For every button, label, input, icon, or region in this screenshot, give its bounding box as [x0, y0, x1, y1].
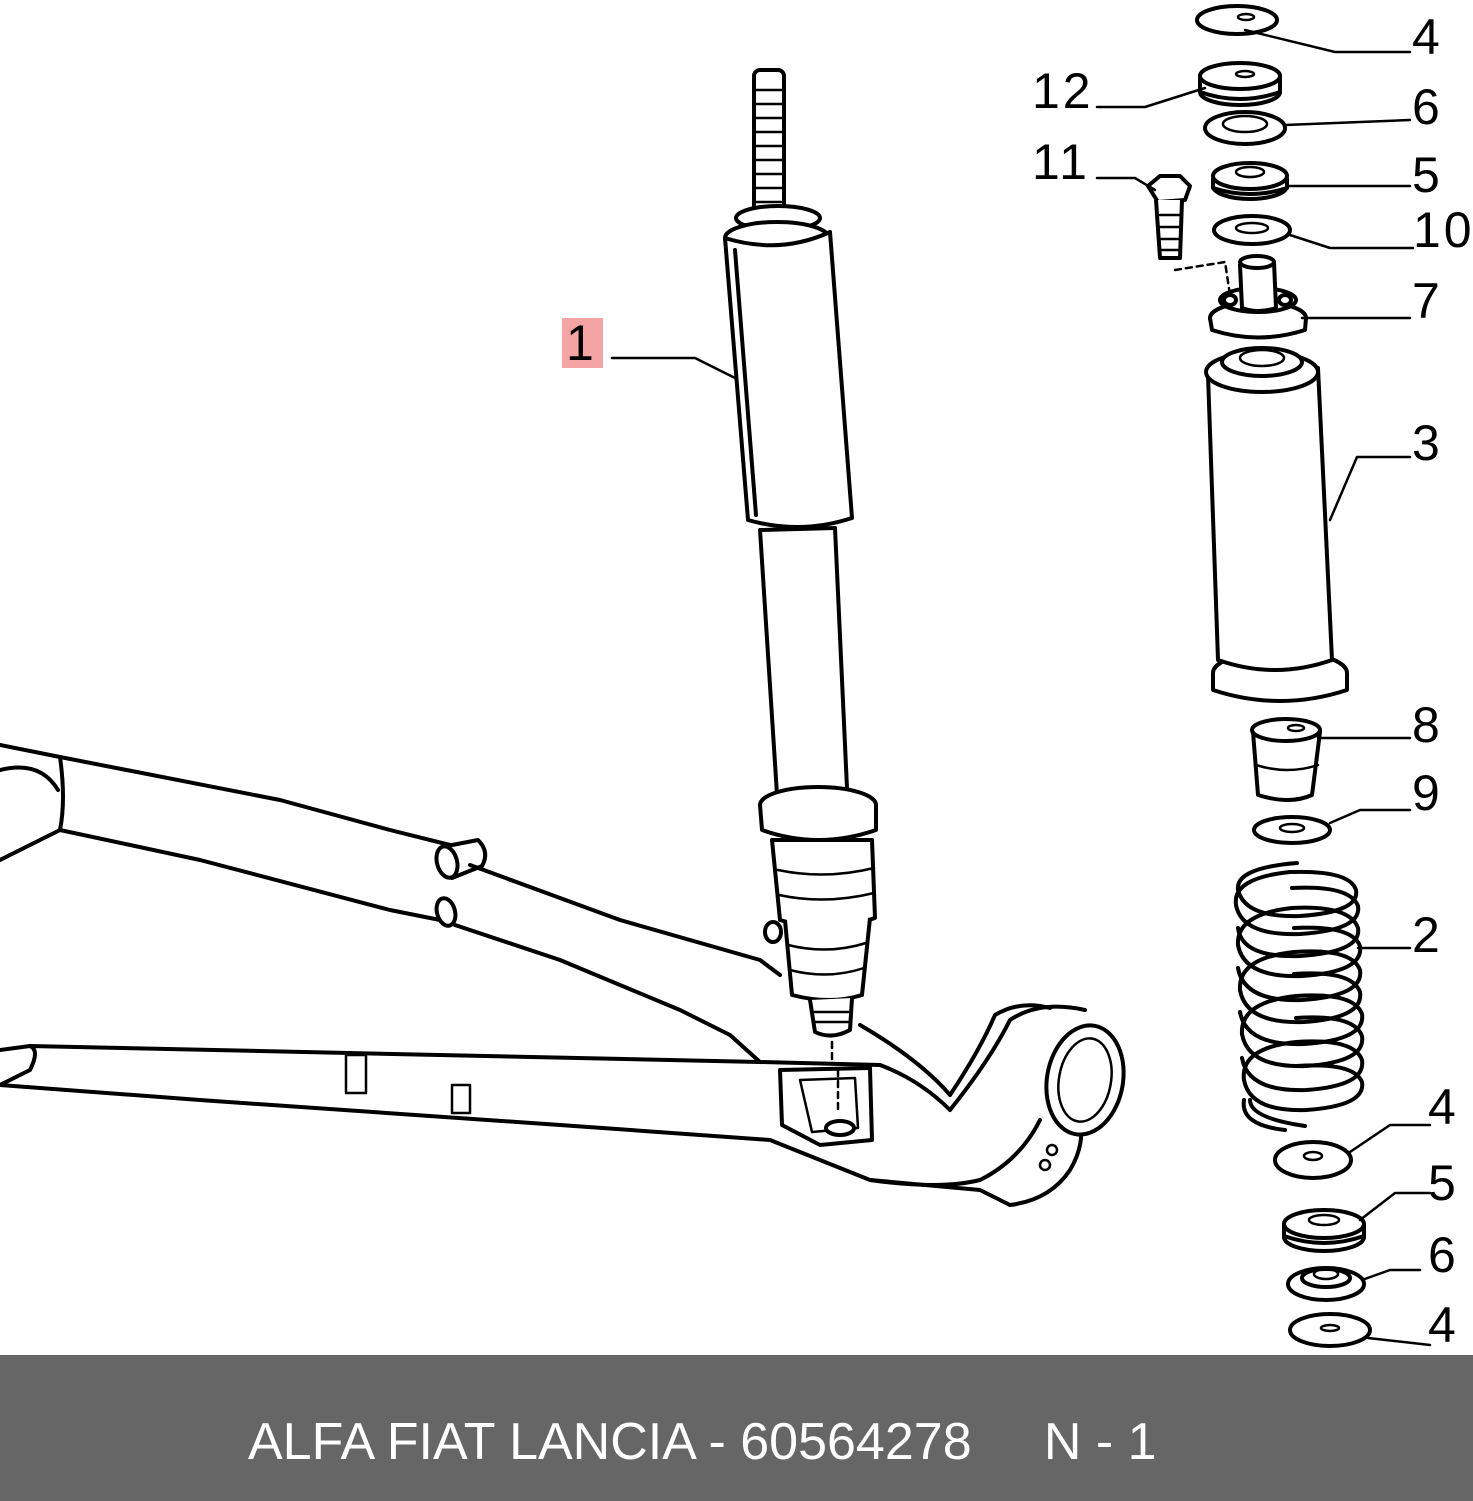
footer-part-number: ALFA FIAT LANCIA - 60564278 N - 1 — [248, 1413, 1157, 1471]
callout-5-top: 5 — [1412, 147, 1443, 203]
callout-9: 9 — [1412, 765, 1443, 821]
callout-12: 12 — [1032, 63, 1094, 119]
callout-2: 2 — [1412, 907, 1443, 963]
callout-6-top: 6 — [1412, 79, 1443, 135]
callout-10: 10 — [1413, 202, 1473, 258]
bottom-washer-stack — [1273, 1140, 1372, 1348]
shock-absorber — [723, 68, 878, 1114]
callout-4-middle: 4 — [1428, 1079, 1459, 1135]
axle-beam — [0, 743, 1126, 1207]
mounting-bracket-and-bolt — [1146, 174, 1308, 340]
bump-stop-and-washer — [1250, 717, 1332, 845]
callout-1: 1 — [562, 318, 603, 368]
callout-4-bottom: 4 — [1428, 1297, 1459, 1353]
footer-bar — [0, 1355, 1473, 1501]
callout-3: 3 — [1412, 415, 1443, 471]
dust-boot — [1204, 346, 1349, 703]
callout-5-bottom: 5 — [1428, 1155, 1459, 1211]
callout-4-top: 4 — [1412, 9, 1443, 65]
exploded-parts-diagram — [0, 4, 1432, 1348]
callout-11: 11 — [1032, 134, 1090, 190]
callout-8: 8 — [1412, 697, 1443, 753]
top-washer-stack — [1195, 4, 1292, 246]
callout-6-bottom: 6 — [1428, 1227, 1459, 1283]
leader-lines — [610, 28, 1432, 1347]
callout-7: 7 — [1412, 273, 1443, 329]
coil-spring — [1233, 861, 1365, 1132]
